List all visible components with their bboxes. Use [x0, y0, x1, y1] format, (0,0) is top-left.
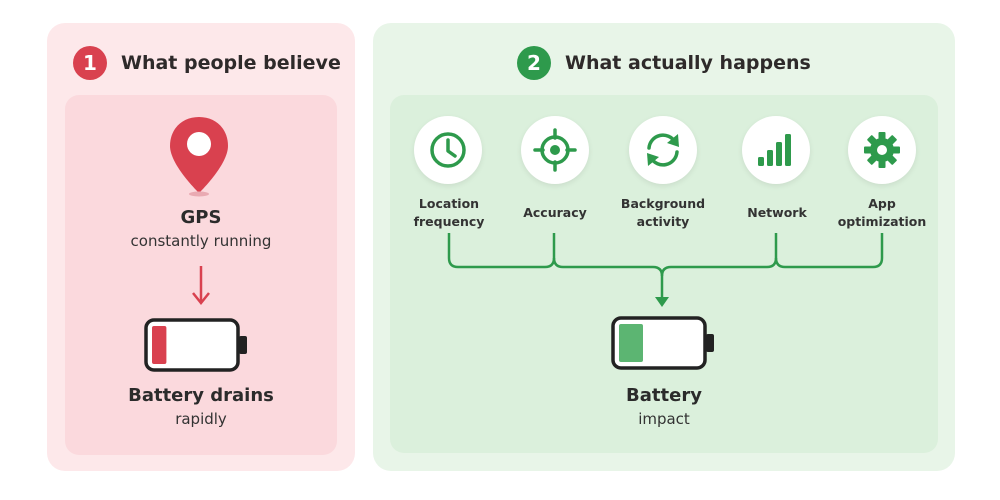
battery-impact-icon	[611, 316, 714, 370]
factor-label: Location frequency	[413, 196, 485, 229]
step-number-2: 2	[517, 46, 551, 80]
factor-label: Accuracy	[523, 205, 587, 220]
factor-accuracy	[521, 116, 589, 184]
battery-impact-label: Battery	[626, 385, 702, 406]
factor-label: App optimization	[837, 196, 927, 229]
gps-label: GPS	[180, 207, 222, 228]
clock-icon	[430, 132, 466, 168]
reality-header: 2 What actually happens	[517, 46, 811, 80]
crosshair-icon	[533, 128, 577, 172]
factor-app-optimization	[848, 116, 916, 184]
battery-drain-label: Battery drains	[128, 385, 274, 406]
battery-drain-sub-label: rapidly	[175, 410, 227, 428]
factor-network	[742, 116, 810, 184]
factor-location-frequency	[414, 116, 482, 184]
factor-background-activity	[629, 116, 697, 184]
battery-low-icon	[144, 318, 247, 372]
belief-panel: 1 What people believe GPS constantly run…	[47, 23, 355, 471]
reality-content: Location frequency Accuracy	[390, 95, 938, 453]
belief-header: 1 What people believe	[73, 46, 341, 80]
factor-label: Network	[747, 205, 807, 220]
step-number-1: 1	[73, 46, 107, 80]
location-pin-icon	[170, 117, 228, 197]
factor-label: Background activity	[620, 196, 706, 229]
refresh-icon	[647, 133, 679, 167]
belief-title: What people believe	[121, 52, 341, 74]
gps-sub-label: constantly running	[130, 232, 272, 250]
belief-content: GPS constantly running Battery drains ra…	[65, 95, 337, 455]
reality-panel: 2 What actually happens	[373, 23, 955, 471]
gear-icon	[864, 132, 900, 168]
battery-impact-sub-label: impact	[638, 410, 690, 428]
factor-connectors	[447, 233, 884, 307]
reality-title: What actually happens	[565, 52, 811, 74]
signal-bars-icon	[758, 134, 791, 166]
down-arrow-icon	[192, 266, 210, 306]
